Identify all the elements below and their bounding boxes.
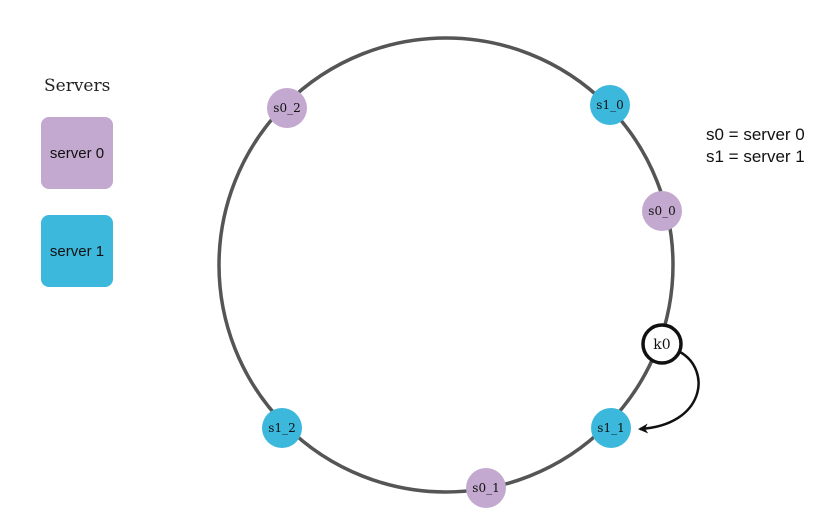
ring-node-s1-0: s1_0	[590, 85, 630, 125]
hash-ring	[217, 36, 675, 494]
ring-node-s0-0: s0_0	[642, 191, 682, 231]
node-s1-2-label: s1_2	[268, 421, 295, 435]
legend-server-0-box: server 0	[41, 117, 113, 189]
key-k0-circle	[641, 323, 683, 365]
node-s0-2-label: s0_2	[273, 101, 300, 115]
node-s1-1-circle	[591, 408, 631, 448]
node-s0-0-label: s0_0	[648, 204, 675, 218]
node-s1-2-circle	[262, 408, 302, 448]
node-s0-1-circle	[466, 468, 506, 508]
node-s1-0-circle	[590, 85, 630, 125]
abbreviation-note: s0 = server 0 s1 = server 1	[706, 124, 805, 168]
ring-key-k0: k0	[641, 323, 683, 365]
node-s0-0-circle	[642, 191, 682, 231]
abbreviation-line-s0: s0 = server 0	[706, 125, 805, 144]
node-s1-1-label: s1_1	[597, 421, 624, 435]
ring-node-s1-1: s1_1	[591, 408, 631, 448]
node-s1-0-label: s1_0	[596, 98, 623, 112]
legend-server-0-label: server 0	[49, 144, 105, 162]
ring-node-s0-2: s0_2	[267, 88, 307, 128]
key-k0-label: k0	[653, 337, 670, 353]
abbreviation-line-s1: s1 = server 1	[706, 147, 805, 166]
node-s0-2-circle	[267, 88, 307, 128]
ring-node-s1-2: s1_2	[262, 408, 302, 448]
legend-server-1-box: server 1	[41, 215, 113, 287]
legend-server-1-label: server 1	[49, 242, 105, 260]
node-s0-1-label: s0_1	[472, 481, 499, 495]
legend-title: Servers	[44, 76, 111, 96]
ring-node-s0-1: s0_1	[466, 468, 506, 508]
key-to-server-arrow	[638, 350, 700, 434]
